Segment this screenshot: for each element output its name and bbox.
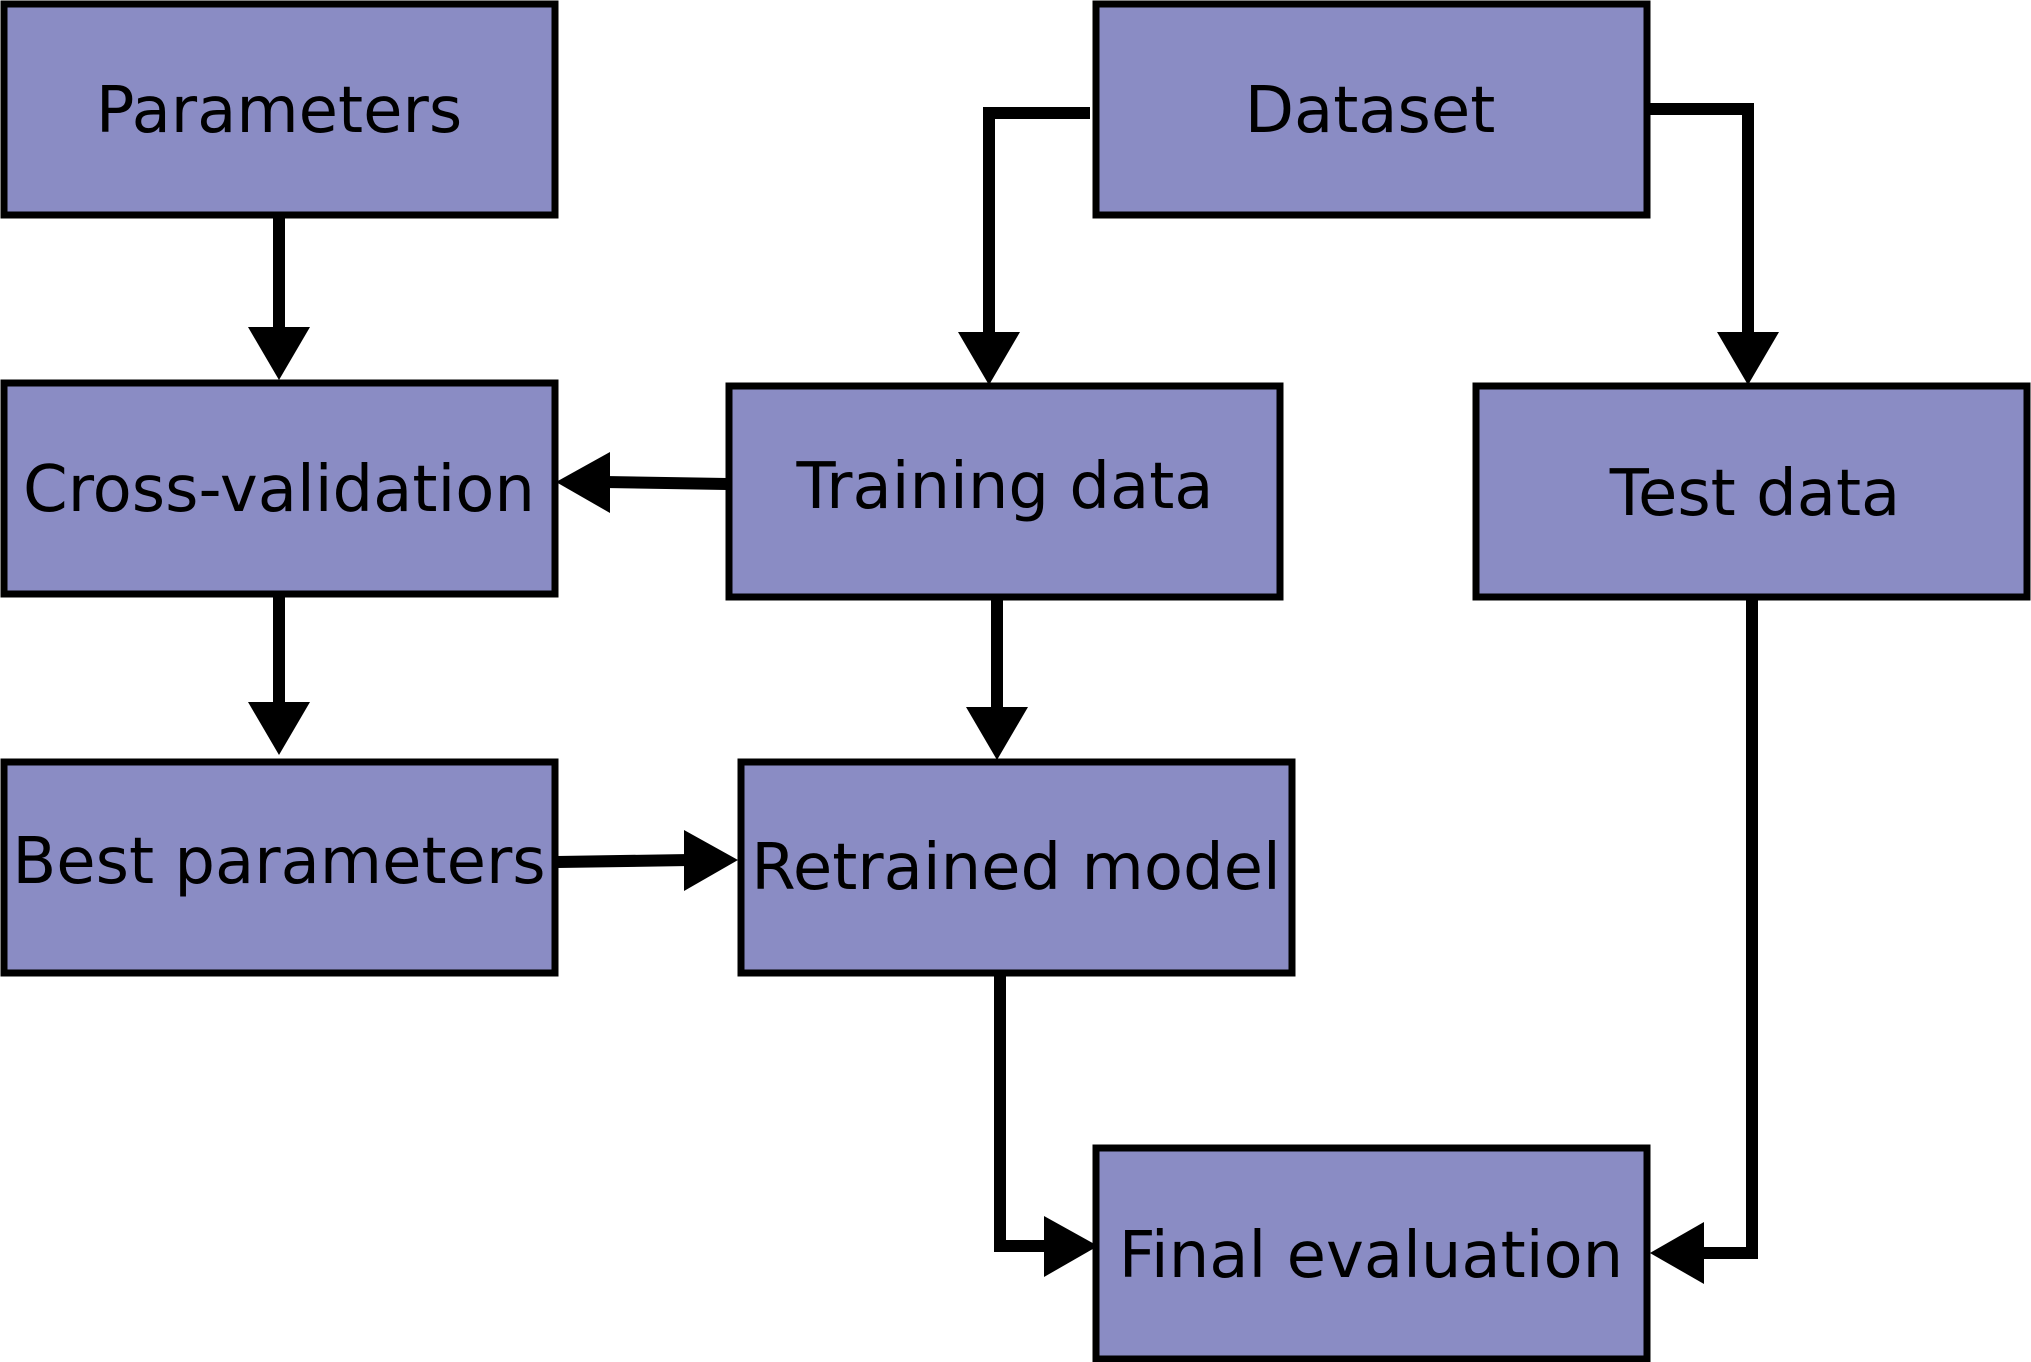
node-dataset-label: Dataset (1245, 74, 1496, 148)
node-test-data-label: Test data (1609, 457, 1901, 531)
node-parameters-label: Parameters (96, 74, 462, 148)
edge-test-data-to-final-evaluation (1650, 599, 1758, 1284)
node-dataset: Dataset (1092, 0, 1651, 219)
edge-retrained-model-to-final-evaluation (994, 973, 1098, 1277)
edge-dataset-to-test-data (1645, 103, 1779, 385)
edge-training-data-to-cross-validation (556, 452, 728, 513)
edge-training-data-to-retrained-model (966, 599, 1028, 760)
node-cross-validation-label: Cross-validation (23, 453, 535, 527)
edge-parameters-to-cross-validation (248, 215, 310, 380)
node-test-data: Test data (1472, 382, 2031, 601)
edge-dataset-to-training-data (958, 107, 1090, 385)
node-best-parameters: Best parameters (0, 758, 559, 977)
node-training-data-label: Training data (795, 450, 1213, 524)
node-retrained-model: Retrained model (737, 758, 1296, 977)
node-final-evaluation: Final evaluation (1092, 1144, 1651, 1362)
edge-cross-validation-to-best-parameters (248, 596, 310, 755)
node-retrained-model-label: Retrained model (751, 831, 1281, 905)
node-best-parameters-label: Best parameters (12, 825, 545, 899)
node-parameters: Parameters (0, 0, 559, 219)
node-training-data: Training data (725, 382, 1284, 601)
node-cross-validation: Cross-validation (0, 379, 559, 598)
node-final-evaluation-label: Final evaluation (1119, 1219, 1623, 1293)
edge-best-parameters-to-retrained-model (556, 830, 738, 891)
